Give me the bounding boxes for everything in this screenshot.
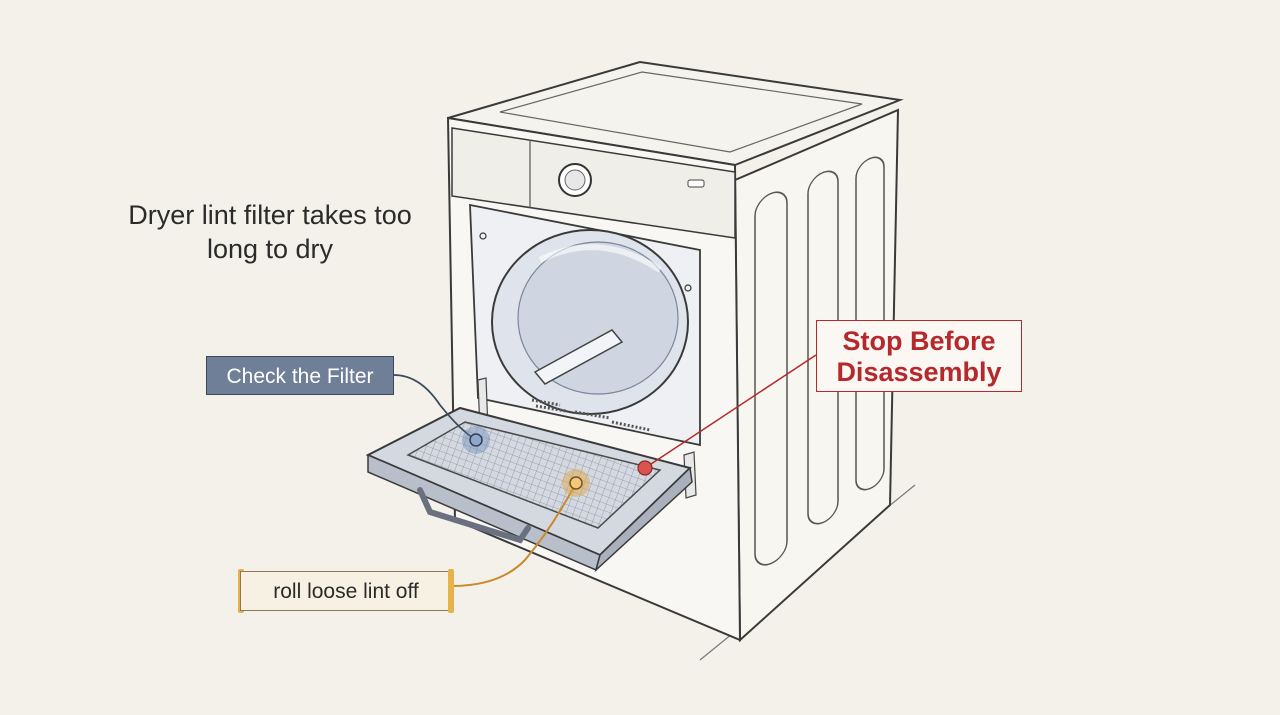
marker-stop [637, 460, 653, 476]
screw-dot [684, 284, 692, 292]
callout-line-check [393, 374, 477, 441]
marker-check [469, 433, 483, 447]
drum-highlight [538, 244, 662, 273]
roll-label-accent-right [448, 569, 454, 613]
drum-baffle [533, 329, 624, 385]
screw-dot [479, 232, 487, 240]
top-inset [499, 71, 863, 153]
check-filter-label: Check the Filter [206, 356, 394, 395]
filter-mesh [406, 421, 662, 529]
control-panel [451, 127, 736, 239]
drum-inner [517, 241, 679, 395]
callout-line-stop [644, 354, 817, 469]
filter-handle [417, 487, 531, 544]
stop-before-disassembly-label: Stop Before Disassembly [816, 320, 1022, 392]
indicator-light [687, 179, 705, 188]
roll-loose-lint-label: roll loose lint off [240, 571, 452, 611]
callout-line-roll [451, 482, 577, 587]
marker-roll [569, 476, 583, 490]
side-panel-groove [754, 191, 788, 566]
control-knob-inner [564, 169, 586, 191]
page-title: Dryer lint filter takes too long to dry [128, 200, 412, 264]
filter-tray-lip-right [594, 466, 693, 573]
